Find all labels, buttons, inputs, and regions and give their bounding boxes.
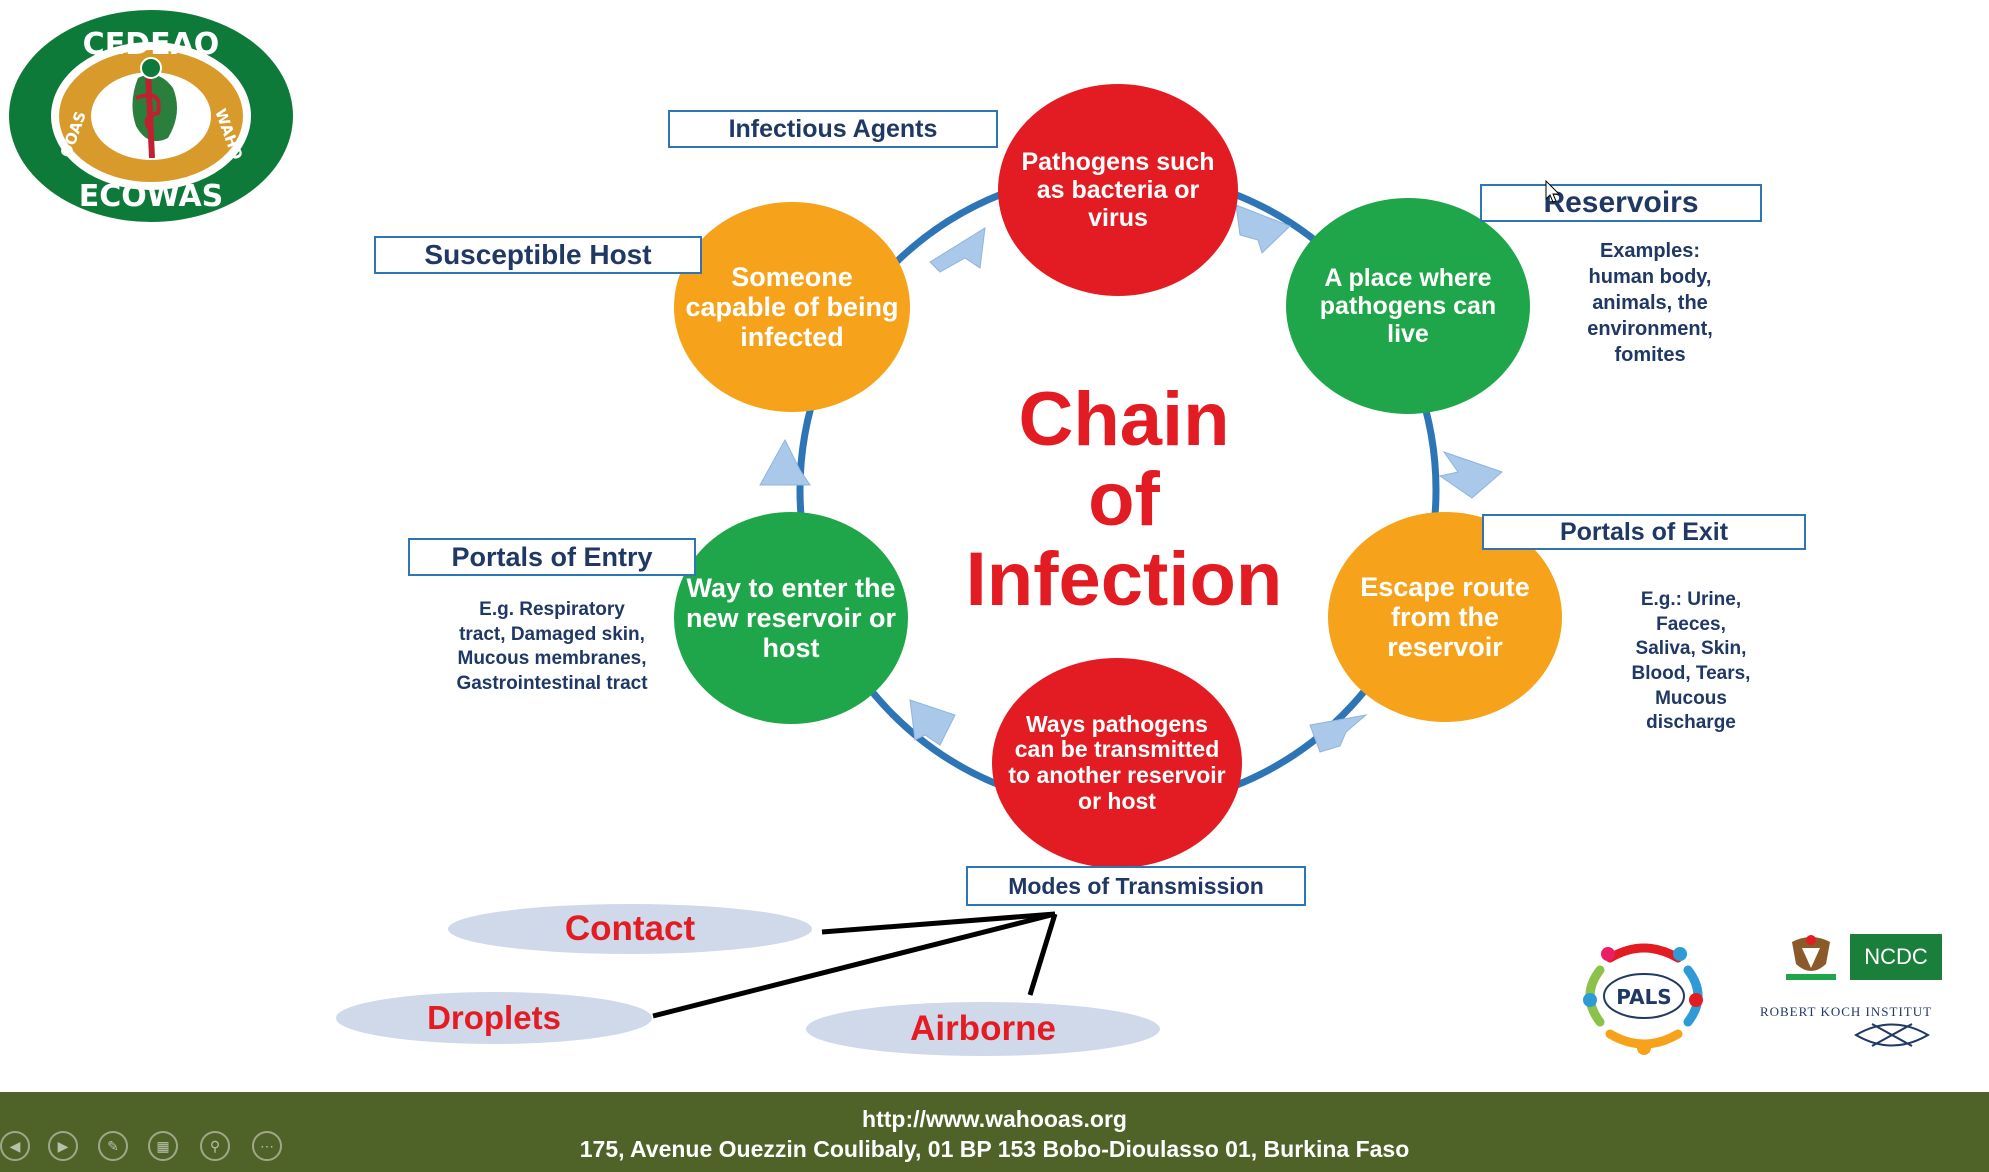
mouse-cursor-icon — [1545, 180, 1561, 203]
rki-emblem-icon — [1854, 1023, 1930, 1047]
line-to-airborne — [1027, 913, 1058, 996]
arrow-agents-to-reservoirs — [1235, 204, 1291, 254]
label-portals-of-entry: Portals of Entry — [408, 538, 696, 576]
line-to-contact — [821, 911, 1056, 935]
more-options-button[interactable]: ⋯ — [252, 1131, 282, 1161]
title-line-1: Chain — [1018, 377, 1230, 462]
label-infectious-agents: Infectious Agents — [668, 110, 998, 148]
previous-icon: ◀ — [9, 1137, 21, 1154]
note-reservoirs: Examples: human body, animals, the envir… — [1587, 240, 1713, 366]
label-modes-of-transmission: Modes of Transmission — [966, 866, 1306, 906]
pen-icon: ✎ — [107, 1137, 119, 1154]
previous-slide-button[interactable]: ◀ — [0, 1131, 30, 1161]
circle-susceptible-host: Someone capable of being infected — [674, 202, 910, 412]
label-reservoirs: Reservoirs — [1480, 184, 1762, 222]
arrow-reservoirs-to-exit — [1438, 451, 1503, 499]
mode-droplets: Droplets — [336, 992, 652, 1044]
circle-modes-of-transmission: Ways pathogens can be transmitted to ano… — [992, 658, 1242, 868]
note-portals-of-entry: E.g. Respiratory tract, Damaged skin, Mu… — [456, 599, 648, 695]
svg-text:ECOWAS: ECOWAS — [79, 179, 224, 214]
ecowas-logo: CEDEAO ECOWAS OOAS WAHO — [9, 10, 293, 222]
circle-portals-of-entry: Way to enter the new reservoir or host — [674, 512, 908, 724]
next-icon: ▶ — [57, 1137, 69, 1154]
diagram-title: Chain of Infection — [944, 380, 1304, 619]
pen-tool-button[interactable]: ✎ — [98, 1131, 128, 1161]
see-all-slides-button[interactable]: ▦ — [148, 1131, 178, 1161]
title-line-3: Infection — [965, 536, 1283, 622]
mode-airborne: Airborne — [806, 1002, 1160, 1056]
label-susceptible-host: Susceptible Host — [374, 236, 702, 274]
nigeria-coat-of-arms-icon — [1786, 935, 1836, 980]
arrow-exit-to-transmission — [1309, 714, 1368, 753]
footer-url: http://www.wahooas.org — [862, 1106, 1127, 1132]
zoom-icon: ⚲ — [209, 1137, 221, 1154]
circle-infectious-agents: Pathogens such as bacteria or virus — [998, 84, 1238, 296]
arrow-transmission-to-entry — [909, 699, 956, 746]
note-portals-of-exit: E.g.: Urine, Faeces, Saliva, Skin, Blood… — [1631, 589, 1751, 734]
line-to-droplets — [652, 911, 1056, 1019]
ncdc-logo: NCDC — [1850, 934, 1942, 980]
slides-icon: ▦ — [156, 1137, 170, 1154]
arrow-host-to-agents — [929, 227, 986, 273]
title-line-2: of — [1088, 456, 1160, 542]
svg-text:CEDEAO: CEDEAO — [83, 27, 220, 62]
pals-logo: PALS — [1583, 943, 1703, 1055]
zoom-button[interactable]: ⚲ — [200, 1131, 230, 1161]
footer-address: 175, Avenue Ouezzin Coulibaly, 01 BP 153… — [579, 1136, 1410, 1162]
more-icon: ⋯ — [260, 1137, 274, 1154]
next-slide-button[interactable]: ▶ — [48, 1131, 78, 1161]
circle-portals-of-exit: Escape route from the reservoir — [1328, 512, 1562, 722]
svg-text:PALS: PALS — [1616, 985, 1671, 1009]
mode-contact: Contact — [448, 904, 812, 954]
slide: CEDEAO ECOWAS OOAS WAHO Pathogens such a… — [9, 10, 1942, 1056]
rki-logo-text: ROBERT KOCH INSTITUT — [1759, 1004, 1933, 1019]
footer-bar: http://www.wahooas.org 175, Avenue Ouezz… — [0, 1092, 1989, 1172]
arrow-entry-to-host — [759, 438, 811, 486]
circle-reservoirs: A place where pathogens can live — [1286, 198, 1530, 414]
label-portals-of-exit: Portals of Exit — [1482, 514, 1806, 550]
